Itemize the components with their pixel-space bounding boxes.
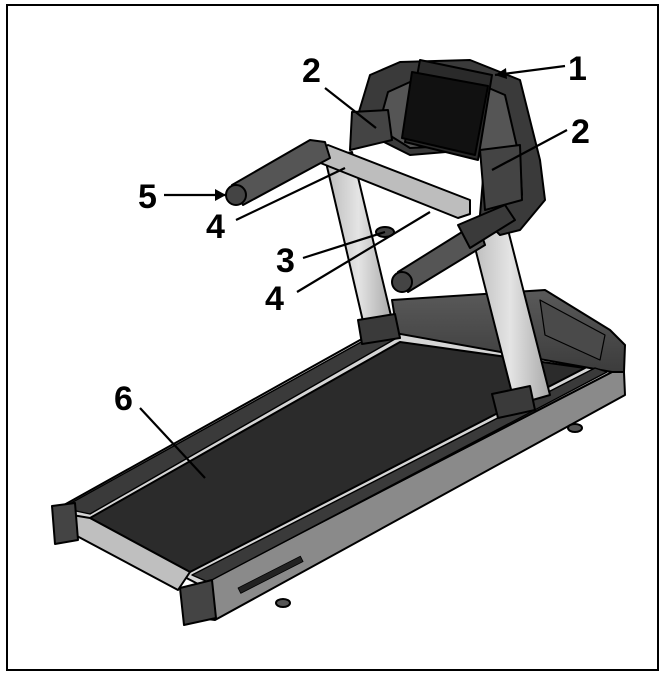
callout-3: 3 [276,242,295,280]
callout-6: 6 [114,380,133,418]
leader-2b [491,129,568,171]
arrowhead-5 [215,189,226,201]
treadmill-deck [51,289,626,626]
callout-5: 5 [138,178,157,216]
leader-4b [296,211,431,293]
console-assembly [225,59,546,293]
callout-2a: 2 [302,52,321,90]
leader-6 [139,407,206,479]
callout-1: 1 [568,50,587,88]
leader-lines [139,64,568,479]
callout-labels: 1 2 2 3 4 4 5 6 [114,50,590,418]
leader-arrowheads [215,68,507,201]
display-screen [401,59,493,161]
callout-2b: 2 [571,113,590,151]
callout-4a: 4 [206,208,225,246]
leader-1 [494,64,566,77]
callout-4b: 4 [265,280,284,318]
arrowhead-1 [495,68,507,79]
leader-3 [302,230,386,260]
leader-2a [324,87,377,129]
leader-4a [235,167,346,221]
